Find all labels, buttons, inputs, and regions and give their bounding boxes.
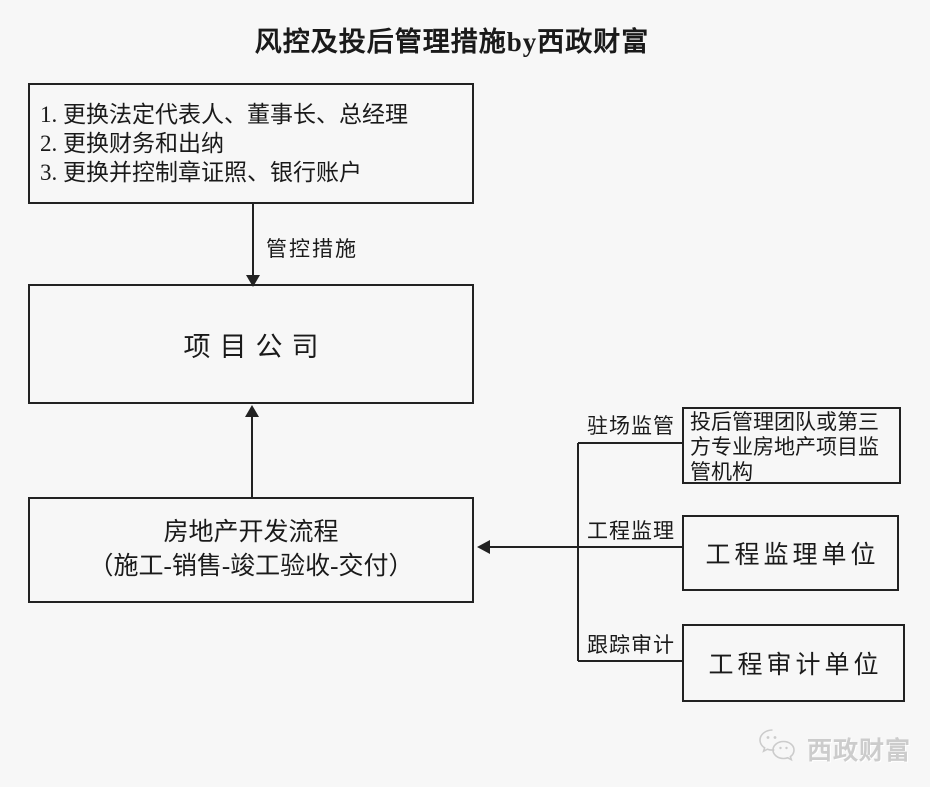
arrowhead-down-icon <box>246 275 260 287</box>
engineering-audit-unit-box: 工程审计单位 <box>682 624 905 702</box>
brand-watermark: 西政财富 <box>757 727 911 770</box>
development-process-box: 房地产开发流程 （施工-销售-竣工验收-交付） <box>28 497 474 603</box>
supervision-team-box: 投后管理团队或第三方专业房地产项目监管机构 <box>682 407 901 484</box>
branch-label-tracking-audit: 跟踪审计 <box>587 633 675 657</box>
page-title: 风控及投后管理措施by西政财富 <box>254 27 650 57</box>
engineering-audit-unit-label: 工程审计单位 <box>708 652 883 679</box>
arrowhead-left-icon <box>477 540 490 554</box>
project-company-box: 项目公司 <box>28 284 474 404</box>
branch-label-engineering-supervision: 工程监理 <box>587 519 675 543</box>
watermark-brand-name: 西政财富 <box>807 737 912 765</box>
arrowhead-up-icon <box>245 405 259 417</box>
branch-label-onsite-supervision: 驻场监管 <box>587 414 675 438</box>
wechat-bubbles-icon <box>757 727 799 770</box>
control-measure-item-2: 2. 更换财务和出纳 <box>40 131 224 156</box>
supervision-team-label: 投后管理团队或第三方专业房地产项目监管机构 <box>690 410 879 484</box>
development-process-stages: （施工-销售-竣工验收-交付） <box>88 553 414 580</box>
control-measure-item-1: 1. 更换法定代表人、董事长、总经理 <box>40 102 408 127</box>
engineering-supervision-unit-box: 工程监理单位 <box>682 515 899 591</box>
arrow-label-control-measures: 管控措施 <box>266 237 358 261</box>
engineering-supervision-unit-label: 工程监理单位 <box>705 542 880 569</box>
project-company-label: 项目公司 <box>183 331 328 362</box>
control-measure-item-3: 3. 更换并控制章证照、银行账户 <box>40 160 362 185</box>
development-process-title: 房地产开发流程 <box>163 519 339 546</box>
control-measures-box: 1. 更换法定代表人、董事长、总经理 2. 更换财务和出纳 3. 更换并控制章证… <box>28 83 474 204</box>
